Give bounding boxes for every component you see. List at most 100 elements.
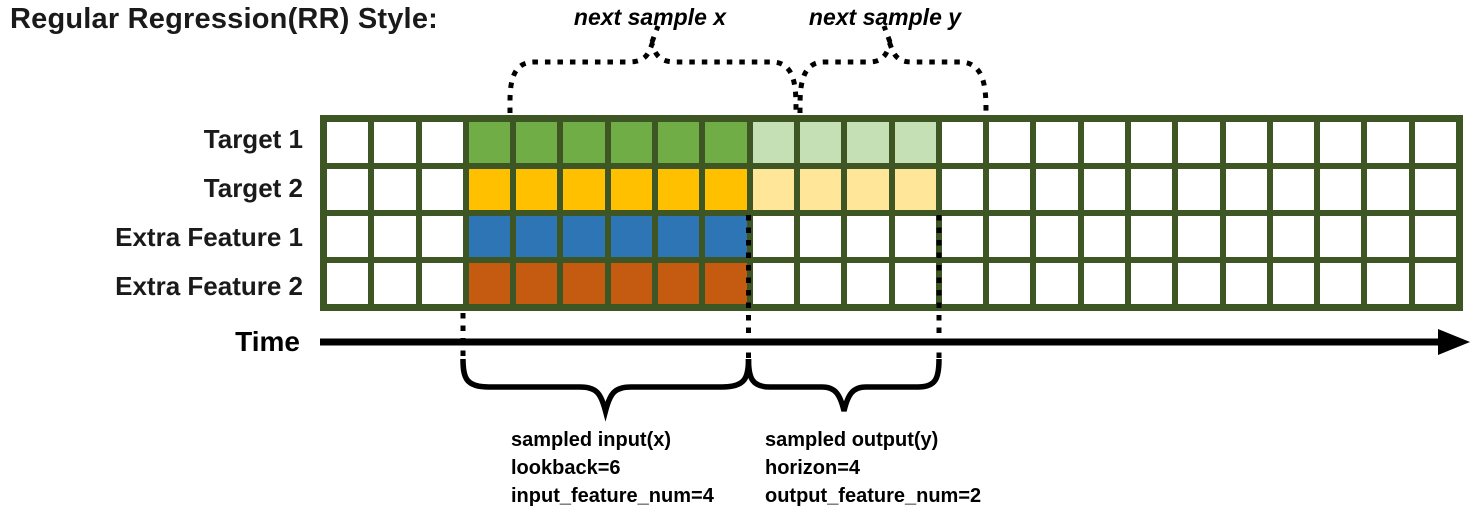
grid-cell [610, 216, 653, 257]
grid-cell [516, 169, 558, 210]
grid-cell [563, 169, 605, 210]
grid-cell [1083, 263, 1125, 304]
grid-cell [421, 122, 463, 163]
grid-cell [658, 216, 700, 257]
grid-cell [1272, 263, 1315, 304]
grid-cell [705, 169, 747, 210]
grid-cell [374, 169, 416, 210]
grid-cell [374, 122, 416, 163]
grid-cell [989, 122, 1031, 163]
grid-cell [1083, 216, 1125, 257]
grid-cell [989, 263, 1031, 304]
grid-cell [516, 216, 558, 257]
grid-cell [1130, 169, 1173, 210]
grid-cell [1036, 122, 1078, 163]
sampled-input-line3: input_feature_num=4 [511, 485, 714, 507]
grid-cell [989, 216, 1031, 257]
grid-cell [1178, 169, 1220, 210]
grid-cell [1272, 122, 1315, 163]
grid-cell [374, 216, 416, 257]
grid-cell [847, 216, 889, 257]
grid-cell [327, 263, 369, 304]
grid-cell [799, 263, 842, 304]
sampled-output-line2: horizon=4 [765, 457, 861, 479]
grid-cell [1036, 169, 1078, 210]
grid-cell [894, 263, 936, 304]
grid-cell [610, 169, 653, 210]
grid-cell [421, 263, 463, 304]
grid-cell [705, 216, 747, 257]
time-series-grid [320, 115, 1463, 311]
grid-cell [1320, 216, 1362, 257]
grid-cell [468, 122, 511, 163]
grid-cell [847, 169, 889, 210]
grid-cell [847, 122, 889, 163]
grid-cell [1414, 122, 1456, 163]
grid-cell [563, 216, 605, 257]
grid-cell [468, 216, 511, 257]
sampled-input-line2: lookback=6 [511, 457, 621, 479]
grid-cell [1083, 122, 1125, 163]
grid-cell [1178, 263, 1220, 304]
grid-cell [1414, 263, 1456, 304]
row-label-extra-feature-1: Extra Feature 1 [115, 222, 303, 252]
row-label-target-2: Target 2 [203, 173, 303, 203]
next-sample-x-brace [507, 36, 799, 114]
grid-cell [658, 169, 700, 210]
grid-cell [1225, 122, 1267, 163]
next-sample-y-brace [797, 36, 989, 114]
sampled-input-line1: sampled input(x) [511, 429, 672, 451]
grid-cell [610, 122, 653, 163]
sampled-output-line1: sampled output(y) [765, 429, 939, 451]
next-sample-x-label: next sample x [573, 4, 727, 30]
grid-cell [327, 216, 369, 257]
grid-cell [799, 122, 842, 163]
grid-cell [1225, 216, 1267, 257]
next-sample-y-label: next sample y [808, 4, 962, 30]
grid-cell [1130, 263, 1173, 304]
grid-cell [1367, 169, 1409, 210]
grid-cell [374, 263, 416, 304]
grid-cell [941, 169, 984, 210]
time-axis-arrowhead [1438, 329, 1470, 355]
grid-cell [1367, 122, 1409, 163]
grid-cell [1320, 263, 1362, 304]
grid-cell [1178, 216, 1220, 257]
grid-cell [1225, 169, 1267, 210]
sampled-output-brace [745, 358, 942, 412]
grid-cell [752, 169, 794, 210]
grid-cell [705, 122, 747, 163]
sampled-input-brace [460, 358, 752, 422]
grid-cell [752, 263, 794, 304]
grid-cell [1414, 216, 1456, 257]
sampled-output-line3: output_feature_num=2 [765, 485, 982, 507]
grid-cell [705, 263, 747, 304]
grid-cell [421, 216, 463, 257]
grid-cell [1083, 169, 1125, 210]
grid-cell [752, 122, 794, 163]
row-label-target-1: Target 1 [203, 124, 303, 154]
grid-cell [468, 263, 511, 304]
grid-cell [1320, 122, 1362, 163]
time-axis-label: Time [235, 326, 300, 357]
sampled-input-note: sampled input(x) lookback=6 input_featur… [511, 426, 714, 510]
grid-cell [516, 263, 558, 304]
grid-cell [894, 122, 936, 163]
grid-cell [327, 122, 369, 163]
grid-cell [1130, 122, 1173, 163]
grid-cell [752, 216, 794, 257]
grid-cell [847, 263, 889, 304]
grid-cell [1130, 216, 1173, 257]
grid-cell [989, 169, 1031, 210]
sampled-output-note: sampled output(y) horizon=4 output_featu… [765, 426, 981, 510]
grid-cell [563, 263, 605, 304]
grid-cell [799, 216, 842, 257]
grid-cell [658, 263, 700, 304]
grid-cell [894, 216, 936, 257]
grid-cell [1036, 263, 1078, 304]
grid-cell [1414, 169, 1456, 210]
grid-cell [1367, 216, 1409, 257]
grid-cell [658, 122, 700, 163]
grid-cell [941, 122, 984, 163]
